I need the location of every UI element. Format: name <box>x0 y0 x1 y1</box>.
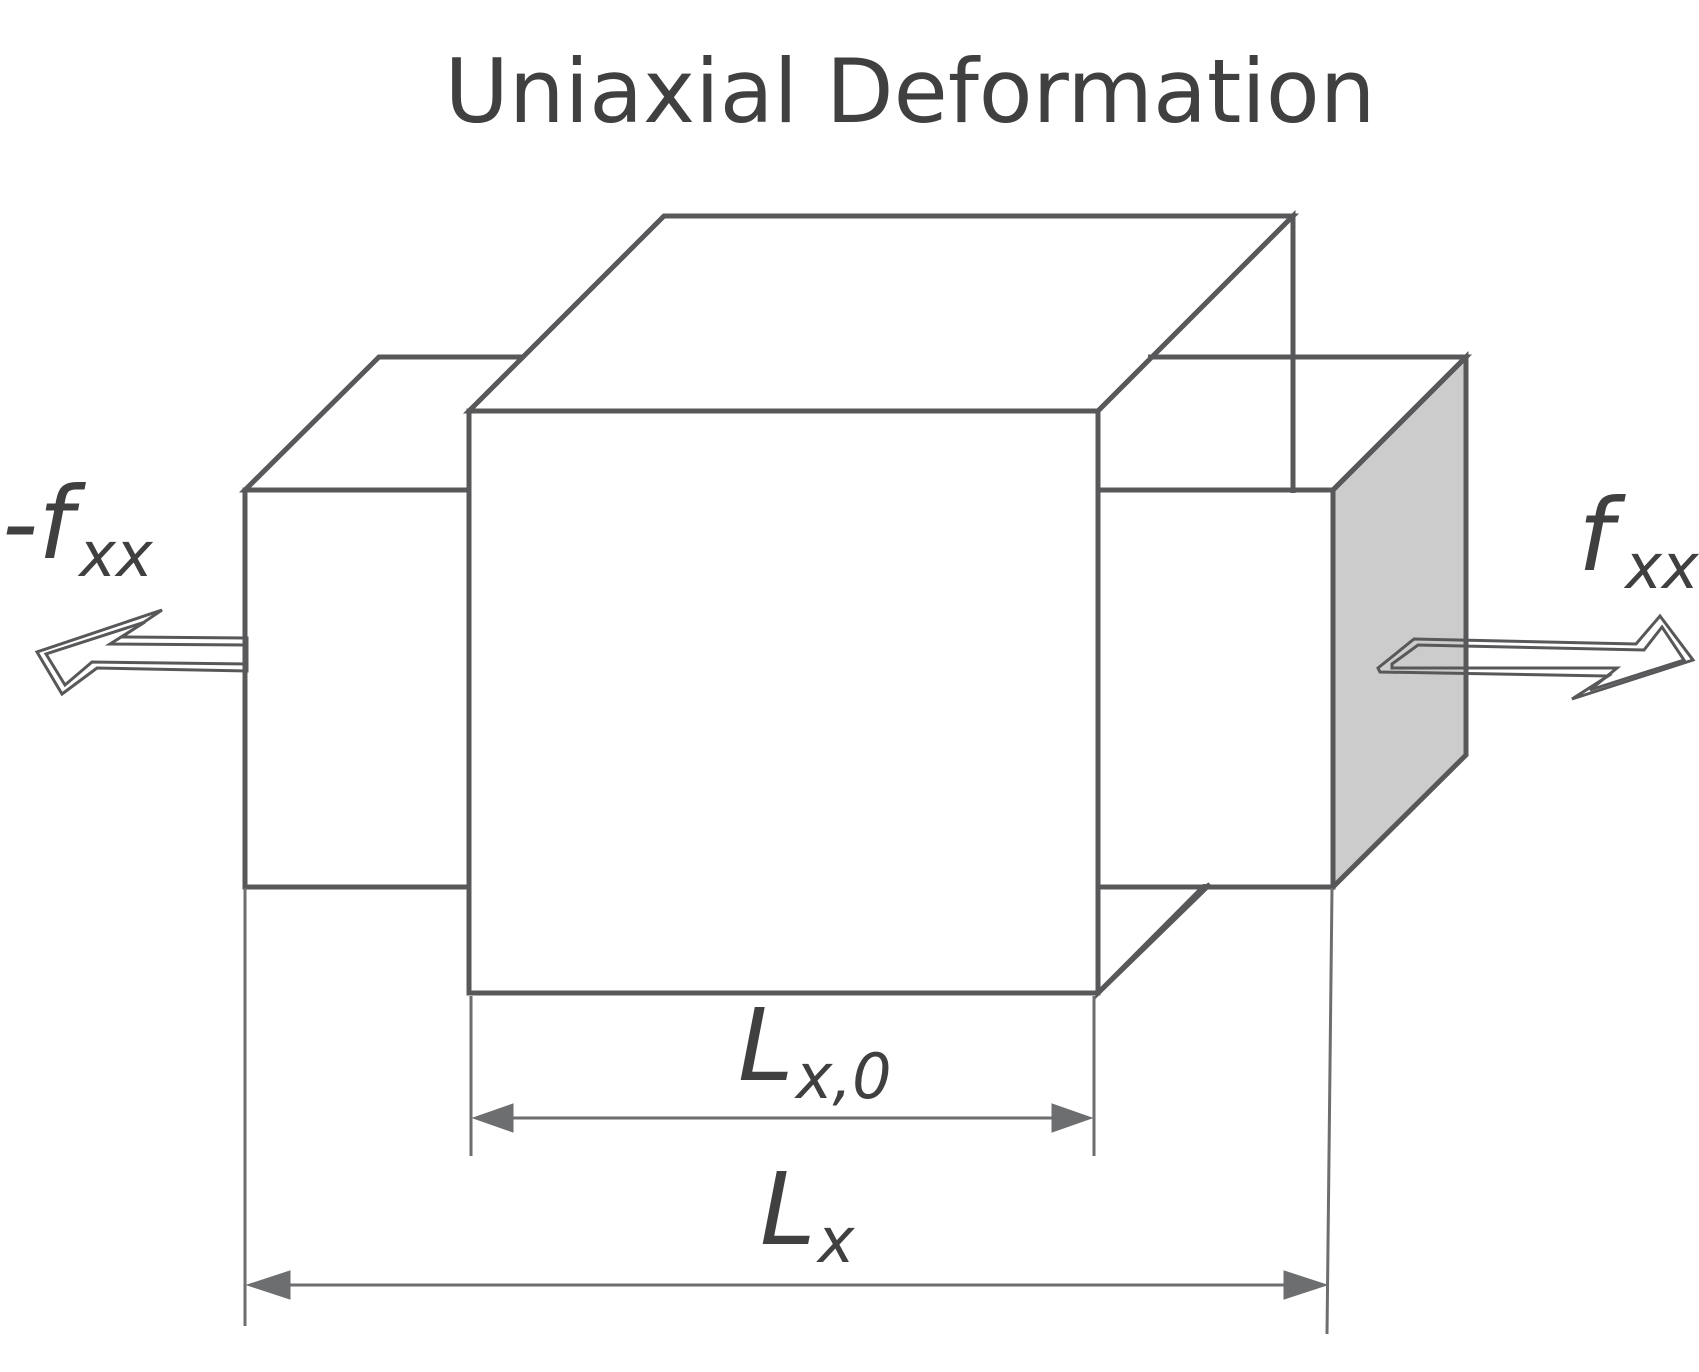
dimension-arrowhead-original-right <box>1051 1103 1094 1133</box>
dimension-arrowhead-deformed-left <box>245 1270 291 1300</box>
force-left-label: -fxx <box>2 465 154 591</box>
force-left-label-main: -f <box>2 465 86 582</box>
deformed-length-label-sub: x <box>816 1204 856 1277</box>
deformed-box-visible-edges <box>1095 216 1468 995</box>
deformed-length-label-main: L <box>760 1151 816 1268</box>
dimension-deformed-length: Lx <box>243 887 1334 1335</box>
original-cube-front-face <box>466 408 1101 996</box>
deformed-box-right-front-patch <box>1101 493 1330 884</box>
original-length-label-sub: x,0 <box>794 1040 892 1113</box>
original-length-label: Lx,0 <box>738 987 892 1113</box>
dimension-arrowhead-deformed-right <box>1283 1270 1329 1300</box>
extension-line-deformed-right <box>1325 887 1334 1335</box>
force-arrow-left-inner <box>43 620 249 688</box>
force-right-label-sub: xx <box>1623 530 1699 603</box>
original-cube-bottom-diagonal <box>1096 882 1212 995</box>
deformed-length-label: Lx <box>760 1151 856 1277</box>
force-arrow-right-inner <box>1390 624 1687 692</box>
dimension-original-length: Lx,0 <box>469 987 1096 1156</box>
dimension-arrowhead-original-left <box>471 1103 514 1133</box>
deformed-box-top-right-diagonal <box>1331 355 1468 492</box>
force-arrow-right <box>1376 613 1696 701</box>
force-left-label-sub: xx <box>77 518 154 591</box>
force-arrow-left <box>34 608 249 697</box>
diagram-title: Uniaxial Deformation <box>444 40 1375 143</box>
force-arrow-right-outline <box>1376 613 1696 701</box>
original-length-label-main: L <box>738 987 794 1104</box>
force-right-label-main: f <box>1578 477 1626 594</box>
